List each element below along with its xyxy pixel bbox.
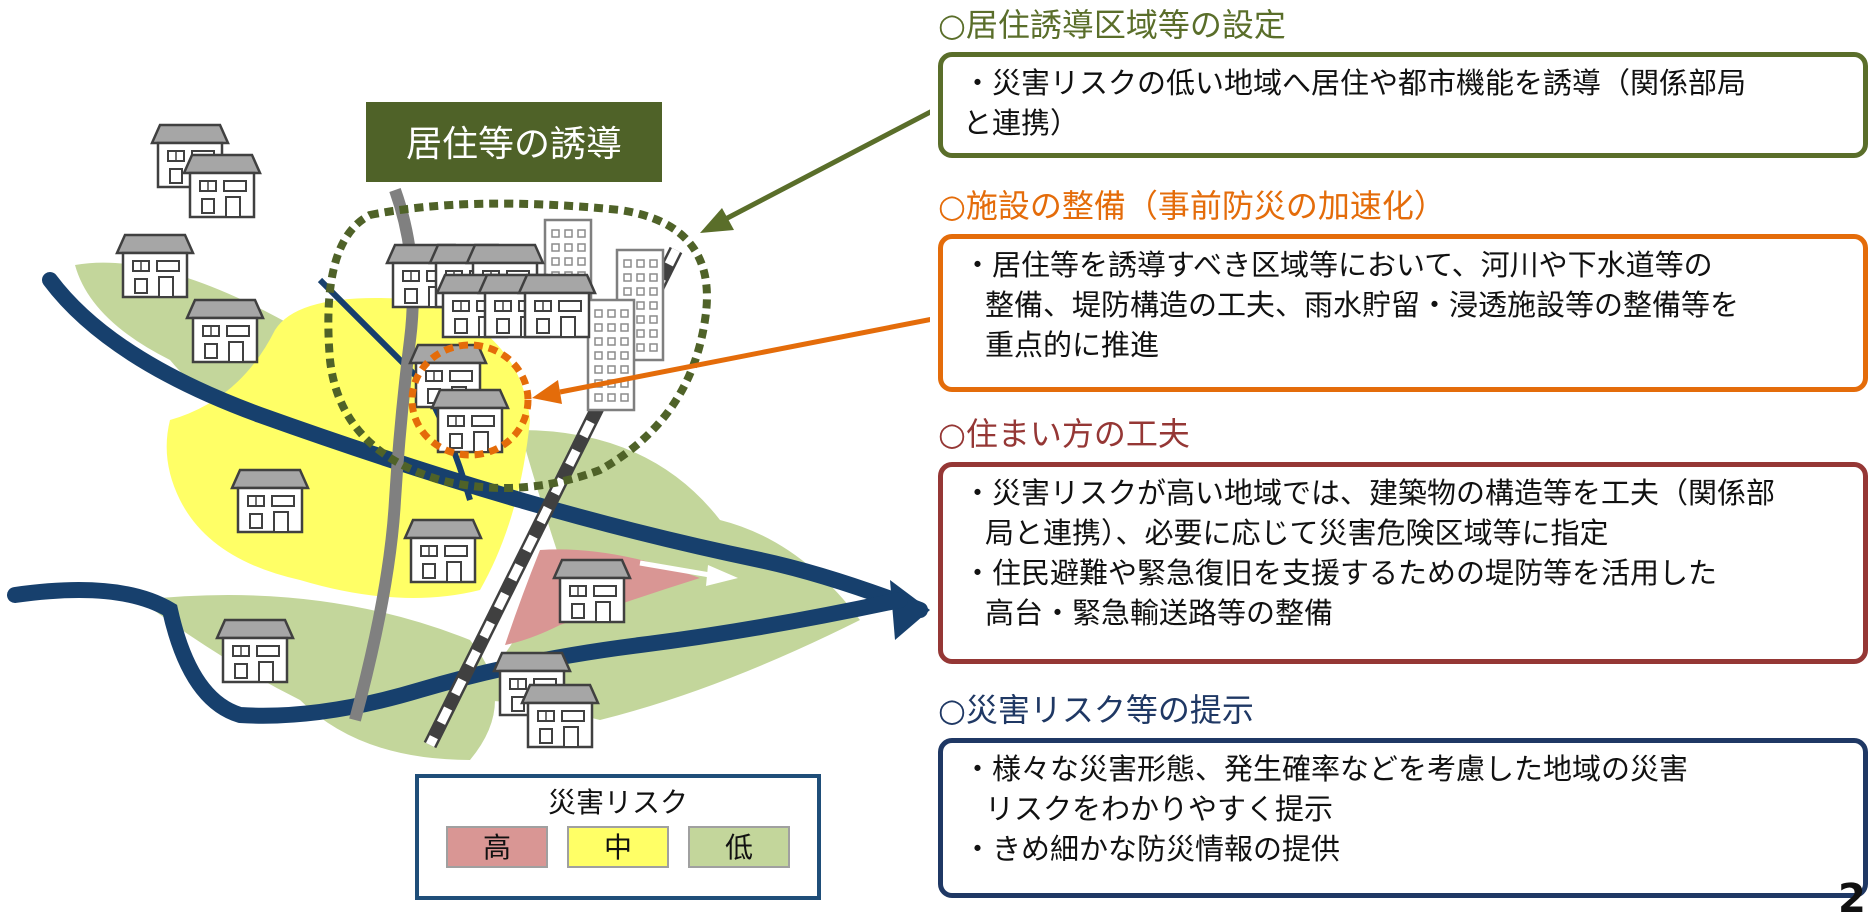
river-mouth — [890, 580, 930, 640]
section-line: 局と連携）、必要に応じて災害危険区域等に指定 — [985, 516, 1609, 550]
section-line: ・居住等を誘導すべき区域等において、河川や下水道等の — [963, 248, 1713, 282]
house-icon — [403, 518, 483, 584]
legend-mid-swatch — [567, 826, 669, 868]
section-line: ・災害リスクが高い地域では、建築物の構造等を工夫（関係部 — [963, 476, 1776, 510]
section-line: リスクをわかりやすく提示 — [985, 792, 1334, 826]
section-box-residential-induction: ・災害リスクの低い地域へ居住や都市機能を誘導（関係部局 と連携） — [938, 52, 1868, 158]
section-title-facility-maintenance: ○施設の整備（事前防災の加速化） — [938, 187, 1446, 225]
residential-induction-area — [324, 199, 711, 492]
section-title-living-arrangements: ○住まい方の工夫 — [938, 415, 1190, 453]
section-line: ・様々な災害形態、発生確率などを考慮した地域の災害 — [963, 752, 1689, 786]
orange-pointer-arrow — [532, 380, 562, 404]
page-number: 2 — [1838, 876, 1866, 922]
section-line: 重点的に推進 — [985, 328, 1160, 362]
main-river — [42, 272, 928, 618]
section-box-risk-disclosure: ・様々な災害形態、発生確率などを考慮した地域の災害 リスクをわかりやすく提示 ・… — [938, 738, 1868, 898]
section-title-residential-induction: ○居住誘導区域等の設定 — [938, 6, 1286, 44]
house-icon — [182, 153, 262, 219]
urban-risk-map: 居住等の誘導 災害リスク 高 中 低 — [7, 102, 930, 900]
flow-arrow — [706, 565, 738, 586]
house-icon — [430, 388, 510, 454]
section-line: 高台・緊急輸送路等の整備 — [985, 596, 1334, 630]
house-icon — [115, 233, 195, 299]
south-river — [7, 582, 908, 724]
office-building-icon — [586, 298, 636, 412]
section-box-living-arrangements: ・災害リスクが高い地域では、建築物の構造等を工夫（関係部 局と連携）、必要に応じ… — [938, 462, 1868, 664]
legend-high-label: 高 — [483, 831, 511, 864]
section-line: と連携） — [963, 106, 1080, 140]
section-line: 整備、堤防構造の工夫、雨水貯留・浸透施設等の整備等を — [985, 288, 1740, 322]
facility-focus-area — [408, 341, 532, 459]
legend-low-label: 低 — [725, 831, 753, 864]
legend-high-swatch — [446, 826, 548, 868]
house-icon — [185, 298, 265, 364]
banner-text: 居住等の誘導 — [406, 124, 622, 165]
house-icon — [520, 683, 600, 749]
section-line: ・住民避難や緊急復旧を支援するための堤防等を活用した — [963, 556, 1718, 590]
legend-mid-label: 中 — [604, 831, 632, 864]
section-box-facility-maintenance: ・居住等を誘導すべき区域等において、河川や下水道等の 整備、堤防構造の工夫、雨水… — [938, 234, 1868, 392]
section-line: ・災害リスクの低い地域へ居住や都市機能を誘導（関係部局 — [963, 66, 1747, 100]
house-icon — [517, 273, 597, 339]
legend-low-swatch — [688, 826, 790, 868]
section-line: ・きめ細かな防災情報の提供 — [963, 832, 1341, 866]
banner-box — [366, 102, 662, 182]
section-title-risk-disclosure: ○災害リスク等の提示 — [938, 691, 1254, 729]
house-icon — [230, 468, 310, 534]
house-icon — [215, 618, 295, 684]
legend-title: 災害リスク — [548, 786, 688, 819]
house-icon — [552, 558, 632, 624]
green-pointer-arrow — [700, 208, 734, 233]
